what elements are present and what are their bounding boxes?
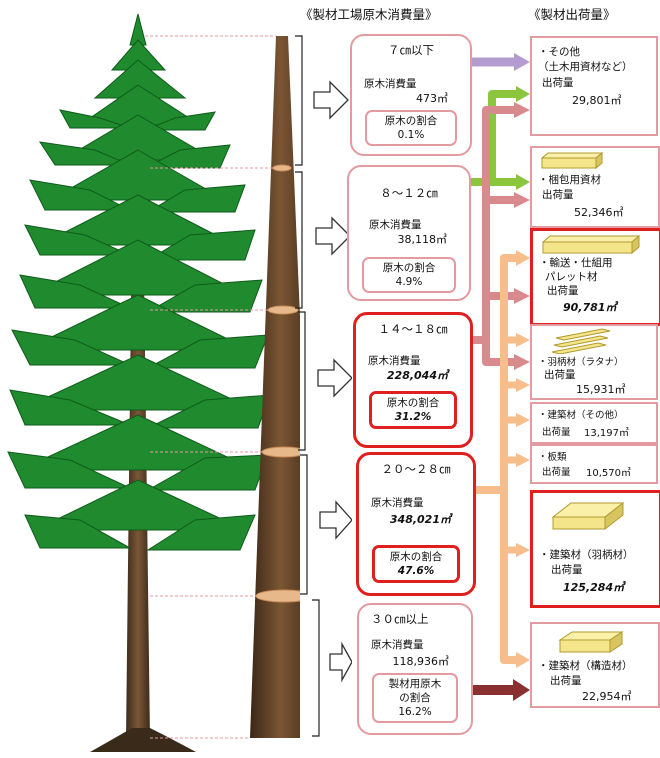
tree-illustration — [7, 13, 300, 752]
hollow-arrow-5 — [329, 641, 352, 683]
hollow-arrow-1 — [313, 80, 349, 120]
consumption-value: 473㎥ — [416, 92, 448, 105]
consumption-value: 118,936㎥ — [392, 655, 450, 668]
diameter-box-20-28cm: ２０～２８㎝ 原木消費量 348,021㎥ 原木の割合 47.6% — [356, 452, 476, 596]
output-value: 90,781㎥ — [563, 301, 617, 314]
lumber-icon — [558, 631, 624, 653]
output-box-building-hagara: ・建築材（羽柄材） 出荷量 125,284㎥ — [530, 490, 660, 608]
ratio-box: 原木の割合 0.1% — [365, 110, 457, 146]
hollow-arrow-4 — [319, 500, 352, 540]
diameter-box-14-18cm: １４～１８㎝ 原木消費量 228,044㎥ 原木の割合 31.2% — [353, 312, 473, 448]
diameter-box-30cm-plus: ３０㎝以上 原木消費量 118,936㎥ 製材用原木 の割合 16.2% — [357, 603, 473, 735]
consumption-label: 原木消費量 — [368, 355, 421, 367]
ratio-box: 原木の割合 4.9% — [362, 257, 456, 293]
shipment-header: 《製材出荷量》 — [528, 7, 616, 22]
output-value: 29,801㎥ — [572, 94, 622, 107]
consumption-header: 《製材工場原木消費量》 — [300, 7, 438, 22]
diameter-box-8-12cm: ８～１２㎝ 原木消費量 38,118㎥ 原木の割合 4.9% — [347, 165, 471, 301]
consumption-value: 228,044㎥ — [386, 369, 448, 382]
output-box-lath: ・羽柄材（ラタナ） 出荷量 15,931㎥ — [530, 324, 658, 400]
diameter-range: １４～１８㎝ — [378, 322, 448, 336]
log-cross-section — [250, 36, 300, 738]
diameter-box-7cm: ７㎝以下 原木消費量 473㎥ 原木の割合 0.1% — [350, 34, 472, 156]
output-value: 22,954㎥ — [582, 690, 632, 703]
ratio-box: 製材用原木 の割合 16.2% — [372, 673, 458, 723]
output-box-building-other: ・建築材（その他） 出荷量 13,197㎥ — [530, 402, 658, 444]
lumber-icon — [551, 501, 625, 531]
consumption-label: 原木消費量 — [364, 78, 417, 90]
ratio-box: 原木の割合 31.2% — [369, 391, 457, 429]
diameter-range: ２０～２８㎝ — [381, 462, 451, 476]
diameter-range: ８～１２㎝ — [380, 186, 438, 200]
output-value: 125,284㎥ — [563, 581, 625, 594]
output-box-pallet: ・輸送・仕組用 パレット材 出荷量 90,781㎥ — [530, 228, 660, 326]
tree-roots — [90, 728, 196, 752]
output-box-packaging: ・梱包用資材 出荷量 52,346㎥ — [530, 146, 660, 228]
output-value: 15,931㎥ — [576, 383, 626, 396]
ratio-box: 原木の割合 47.6% — [372, 545, 460, 583]
hollow-arrow-3 — [317, 358, 352, 398]
lumber-icon — [541, 235, 641, 255]
consumption-value: 348,021㎥ — [389, 513, 451, 526]
hollow-arrow-2 — [315, 216, 351, 256]
output-box-other: ・その他 （土木用資材など） 出荷量 29,801㎥ — [530, 36, 658, 136]
diameter-range: ３０㎝以上 — [371, 612, 429, 626]
consumption-label: 原木消費量 — [369, 219, 422, 231]
consumption-label: 原木消費量 — [371, 639, 424, 651]
output-value: 13,197㎥ — [584, 428, 629, 439]
lumber-icon — [540, 152, 604, 170]
output-value: 52,346㎥ — [574, 206, 624, 219]
consumption-value: 38,118㎥ — [397, 233, 448, 246]
output-value: 10,570㎥ — [586, 468, 631, 479]
diameter-range: ７㎝以下 — [388, 43, 434, 57]
bracket-arrows — [295, 35, 352, 737]
output-box-building-structural: ・建築材（構造材） 出荷量 22,954㎥ — [530, 622, 660, 708]
output-box-boards: ・板類 出荷量 10,570㎥ — [530, 444, 658, 484]
consumption-label: 原木消費量 — [371, 497, 424, 509]
lath-icon — [552, 328, 611, 354]
